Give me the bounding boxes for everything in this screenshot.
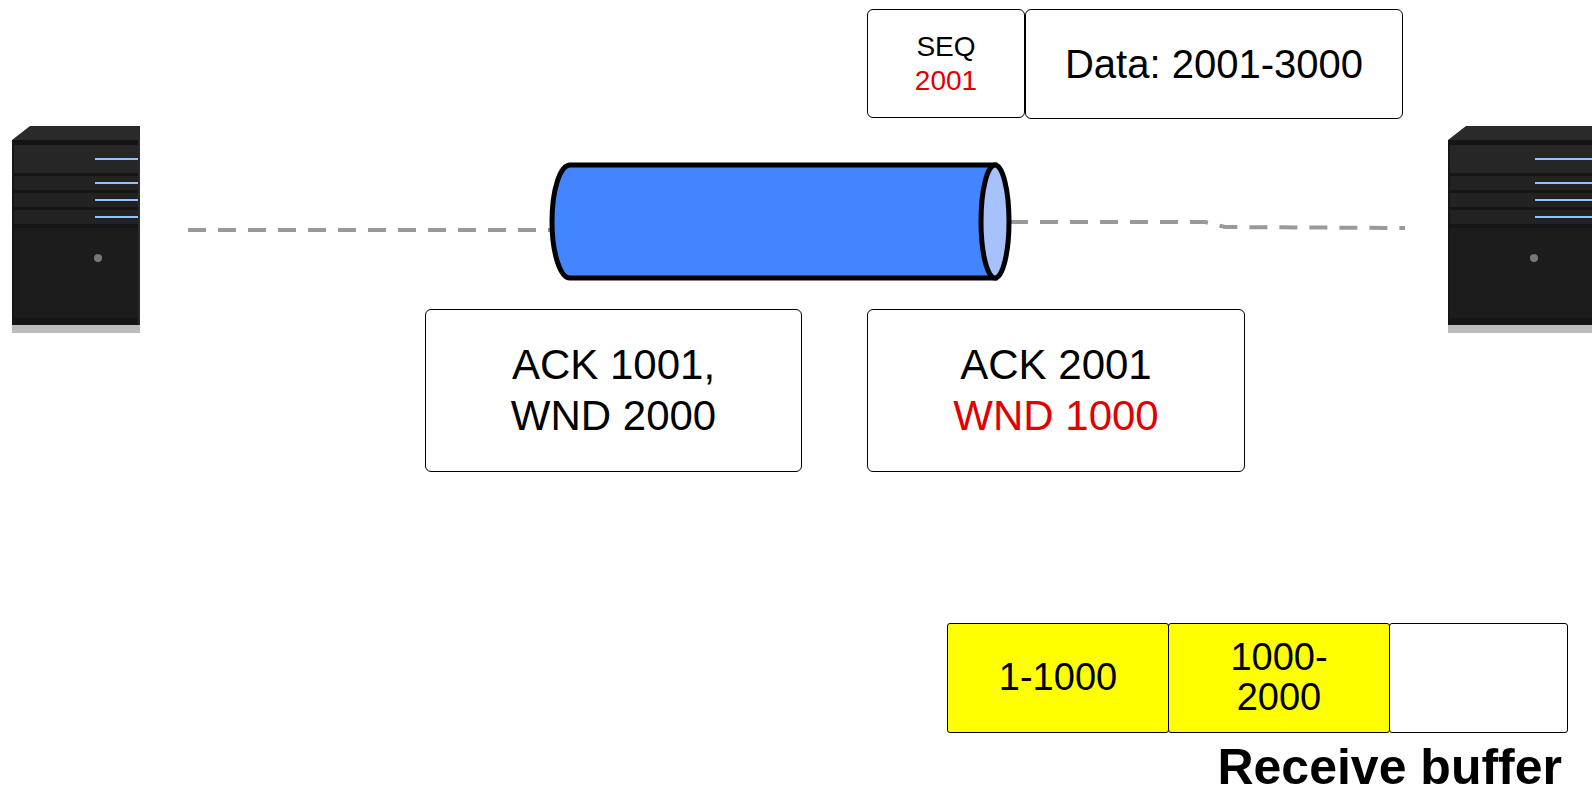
buffer-cell <box>1389 623 1568 733</box>
box-subtext: 2001 <box>915 64 977 98</box>
buffer-cell: 1-1000 <box>947 623 1169 733</box>
dashed-link <box>1010 222 1405 228</box>
caption-label: Receive buffer <box>1217 738 1562 796</box>
box-text: 1000- 2000 <box>1209 638 1349 718</box>
dashed-link <box>188 228 552 232</box>
box-text: ACK 2001 <box>960 340 1151 390</box>
ack-box: ACK 2001WND 1000 <box>867 309 1245 472</box>
pipe-cylinder <box>552 165 1009 278</box>
box-text: 1-1000 <box>999 655 1117 701</box>
seq-box: SEQ2001 <box>867 9 1025 118</box>
box-text: ACK 1001, WND 2000 <box>464 340 764 441</box>
server-icon <box>1448 126 1592 333</box>
box-text: Data: 2001-3000 <box>1065 40 1363 88</box>
buffer-cell: 1000- 2000 <box>1168 623 1390 733</box>
server-icon <box>12 126 140 333</box>
box-subtext: WND 1000 <box>953 391 1158 441</box>
box-text: SEQ <box>916 30 975 64</box>
data-box: Data: 2001-3000 <box>1025 9 1403 119</box>
ack-box: ACK 1001, WND 2000 <box>425 309 802 472</box>
